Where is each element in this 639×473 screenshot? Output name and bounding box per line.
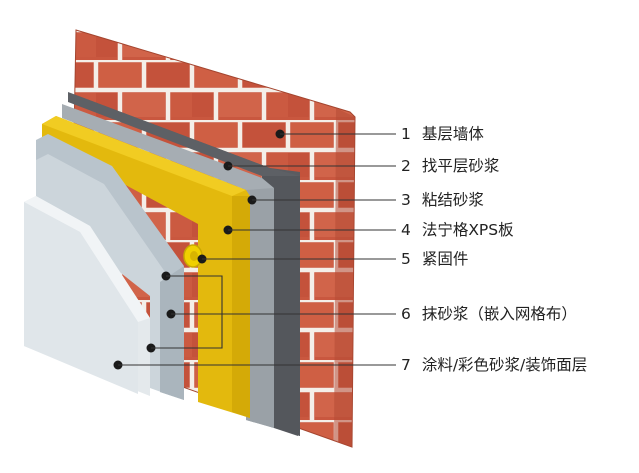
label-layer-1: 1 基层墙体 <box>401 125 484 143</box>
label-num-6: 6 <box>401 305 411 323</box>
label-text-1: 基层墙体 <box>422 125 485 143</box>
leader-lines <box>113 129 396 370</box>
label-layer-3: 3 粘结砂浆 <box>401 191 484 209</box>
label-text-2: 找平层砂浆 <box>422 157 500 175</box>
label-text-4: 法宁格XPS板 <box>422 221 514 239</box>
label-num-7: 7 <box>401 356 411 374</box>
label-text-5: 紧固件 <box>422 250 469 268</box>
label-layer-7: 7 涂料/彩色砂浆/装饰面层 <box>401 356 587 374</box>
label-text-7: 涂料/彩色砂浆/装饰面层 <box>422 356 587 374</box>
label-layer-4: 4 法宁格XPS板 <box>401 221 514 239</box>
xps-board-layer <box>42 116 250 418</box>
label-layer-6: 6 抹砂浆（嵌入网格布） <box>401 305 577 323</box>
bonding-mortar-layer <box>62 104 274 428</box>
label-layer-5: 5 紧固件 <box>401 250 468 268</box>
label-num-5: 5 <box>401 250 411 268</box>
label-text-3: 粘结砂浆 <box>422 191 484 209</box>
label-text-6: 抹砂浆（嵌入网格布） <box>422 305 577 323</box>
label-layer-2: 2 找平层砂浆 <box>401 157 499 175</box>
label-num-4: 4 <box>401 221 411 239</box>
label-num-1: 1 <box>401 125 411 143</box>
label-num-3: 3 <box>401 191 411 209</box>
leader-bracket-6 <box>151 275 223 349</box>
plaster-mortar-layer <box>36 134 184 400</box>
fastener <box>183 244 203 268</box>
finish-coat-layer <box>24 196 150 396</box>
label-num-2: 2 <box>401 157 411 175</box>
layer-labels: 1 基层墙体 2 找平层砂浆 3 粘结砂浆 4 法宁格XPS板 5 紧固件 6 … <box>401 125 587 374</box>
